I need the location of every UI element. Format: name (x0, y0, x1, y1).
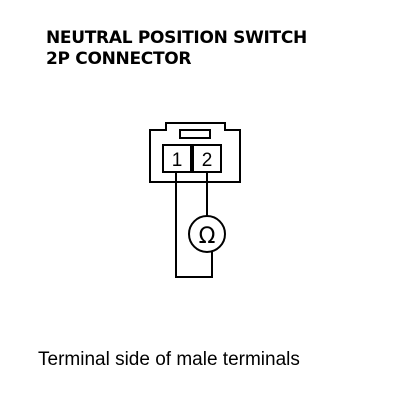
connector-lock-tab (179, 129, 211, 139)
connector-housing (149, 122, 241, 183)
title-line-1: NEUTRAL POSITION SWITCH (46, 28, 307, 48)
ohm-symbol: Ω (199, 224, 216, 249)
ohmmeter-icon (188, 215, 226, 253)
diagram-caption: Terminal side of male terminals (38, 349, 300, 370)
diagram-title: NEUTRAL POSITION SWITCH 2P CONNECTOR (46, 28, 307, 70)
title-line-2: 2P CONNECTOR (46, 49, 192, 69)
test-lead-1 (175, 172, 213, 278)
terminal-label-1: 1 (172, 150, 183, 171)
terminal-label-2: 2 (202, 150, 213, 171)
